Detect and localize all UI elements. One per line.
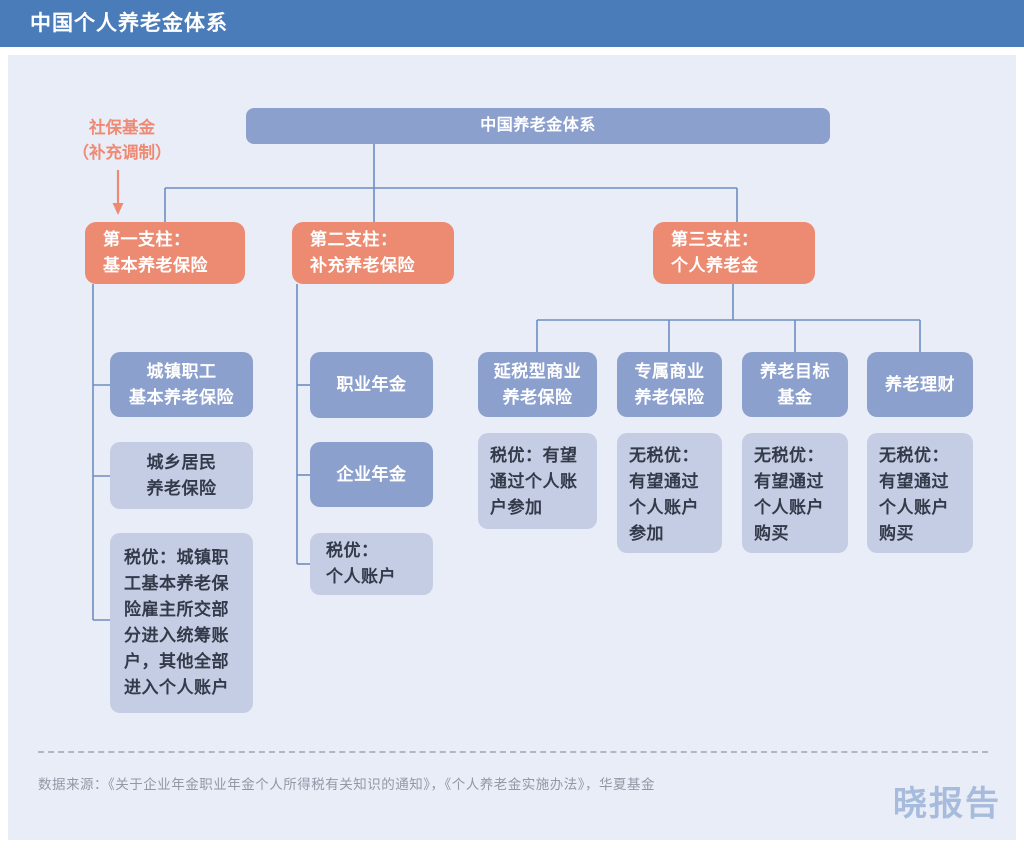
node-urban-rural-resident-insurance: 城乡居民 养老保险: [110, 442, 253, 509]
pillar-3-node: 第三支柱： 个人养老金: [653, 222, 815, 284]
node-label: 延税型商业 养老保险: [493, 361, 582, 407]
node-label: 税优： 个人账户: [326, 541, 396, 586]
dashed-divider: [38, 751, 988, 753]
node-pillar-2-tax-note: 税优： 个人账户: [310, 533, 433, 595]
node-label: 税优：城镇职工基本养老保险雇主所交部分进入统筹账户，其他全部进入个人账户: [124, 548, 229, 697]
node-label: 无税优：有望通过个人账户购买: [879, 446, 949, 543]
node-label: 养老目标 基金: [760, 361, 830, 407]
pillar-1-label: 第一支柱： 基本养老保险: [103, 230, 208, 275]
note-exclusive-commercial-insurance: 无税优：有望通过个人账户参加: [617, 433, 722, 553]
node-label: 无税优：有望通过个人账户参加: [629, 446, 699, 543]
node-urban-employee-basic-insurance: 城镇职工 基本养老保险: [110, 352, 253, 417]
node-pension-target-fund: 养老目标 基金: [742, 352, 848, 417]
node-label: 税优：有望通过个人账户参加: [490, 446, 578, 517]
root-node-label: 中国养老金体系: [480, 117, 596, 134]
note-pension-wealth-management: 无税优：有望通过个人账户购买: [867, 433, 973, 553]
page-title: 中国个人养老金体系: [30, 12, 228, 35]
logo-xiaobaogao: 晓报告: [893, 785, 1001, 823]
root-node: 中国养老金体系: [246, 108, 830, 144]
annotation-social-security-fund: 社保基金 （补充调制）: [72, 119, 172, 162]
node-pillar-1-tax-note: 税优：城镇职工基本养老保险雇主所交部分进入统筹账户，其他全部进入个人账户: [110, 533, 253, 713]
node-occupational-annuity: 职业年金: [310, 352, 433, 418]
node-label: 城乡居民 养老保险: [146, 452, 217, 498]
node-label: 专属商业 养老保险: [634, 361, 705, 407]
node-enterprise-annuity: 企业年金: [310, 442, 433, 507]
node-exclusive-commercial-insurance: 专属商业 养老保险: [617, 352, 722, 417]
node-label: 养老理财: [885, 374, 955, 394]
node-tax-deferred-commercial-insurance: 延税型商业 养老保险: [478, 352, 597, 417]
node-label: 无税优：有望通过个人账户购买: [754, 446, 824, 543]
node-pension-wealth-management: 养老理财: [867, 352, 973, 417]
data-source-note: 数据来源：《关于企业年金职业年金个人所得税有关知识的通知》，《个人养老金实施办法…: [38, 777, 655, 792]
node-label: 企业年金: [336, 464, 407, 484]
note-pension-target-fund: 无税优：有望通过个人账户购买: [742, 433, 848, 553]
note-tax-deferred-commercial-insurance: 税优：有望通过个人账户参加: [478, 433, 597, 529]
pillar-2-label: 第二支柱： 补充养老保险: [310, 230, 415, 275]
pillar-2-node: 第二支柱： 补充养老保险: [292, 222, 454, 284]
header-bar: 中国个人养老金体系: [0, 0, 1024, 47]
pillar-1-node: 第一支柱： 基本养老保险: [85, 222, 245, 284]
node-label: 城镇职工 基本养老保险: [129, 361, 234, 407]
node-label: 职业年金: [336, 375, 407, 394]
pillar-3-label: 第三支柱： 个人养老金: [671, 230, 759, 275]
